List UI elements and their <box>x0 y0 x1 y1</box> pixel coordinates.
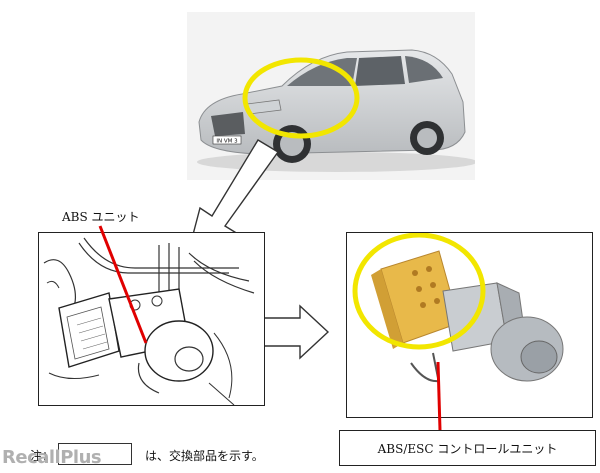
car-illustration: IN VM 3 <box>187 12 475 180</box>
license-plate: IN VM 3 <box>216 139 238 145</box>
abs-esc-unit-photo-panel <box>346 232 593 418</box>
abs-esc-unit-drawing <box>352 233 564 384</box>
right-arrow-icon <box>261 304 330 360</box>
highlight-ring-car <box>242 57 360 139</box>
car-photo-panel: IN VM 3 <box>187 12 475 180</box>
abs-unit-label: ABS ユニット <box>62 210 140 224</box>
note-prefix: 注： <box>30 449 55 463</box>
abs-esc-unit-label: ABS/ESC コントロールユニット <box>377 441 558 456</box>
note-legend-box <box>58 443 132 465</box>
note-text: は、交換部品を示す。 <box>145 449 264 463</box>
highlight-ring-unit <box>352 233 486 350</box>
abs-esc-unit-label-box: ABS/ESC コントロールユニット <box>339 430 596 466</box>
watermark-logo: RecallPlus <box>2 447 102 468</box>
abs-unit-drawing <box>43 237 255 405</box>
abs-unit-diagram-panel <box>38 232 265 406</box>
